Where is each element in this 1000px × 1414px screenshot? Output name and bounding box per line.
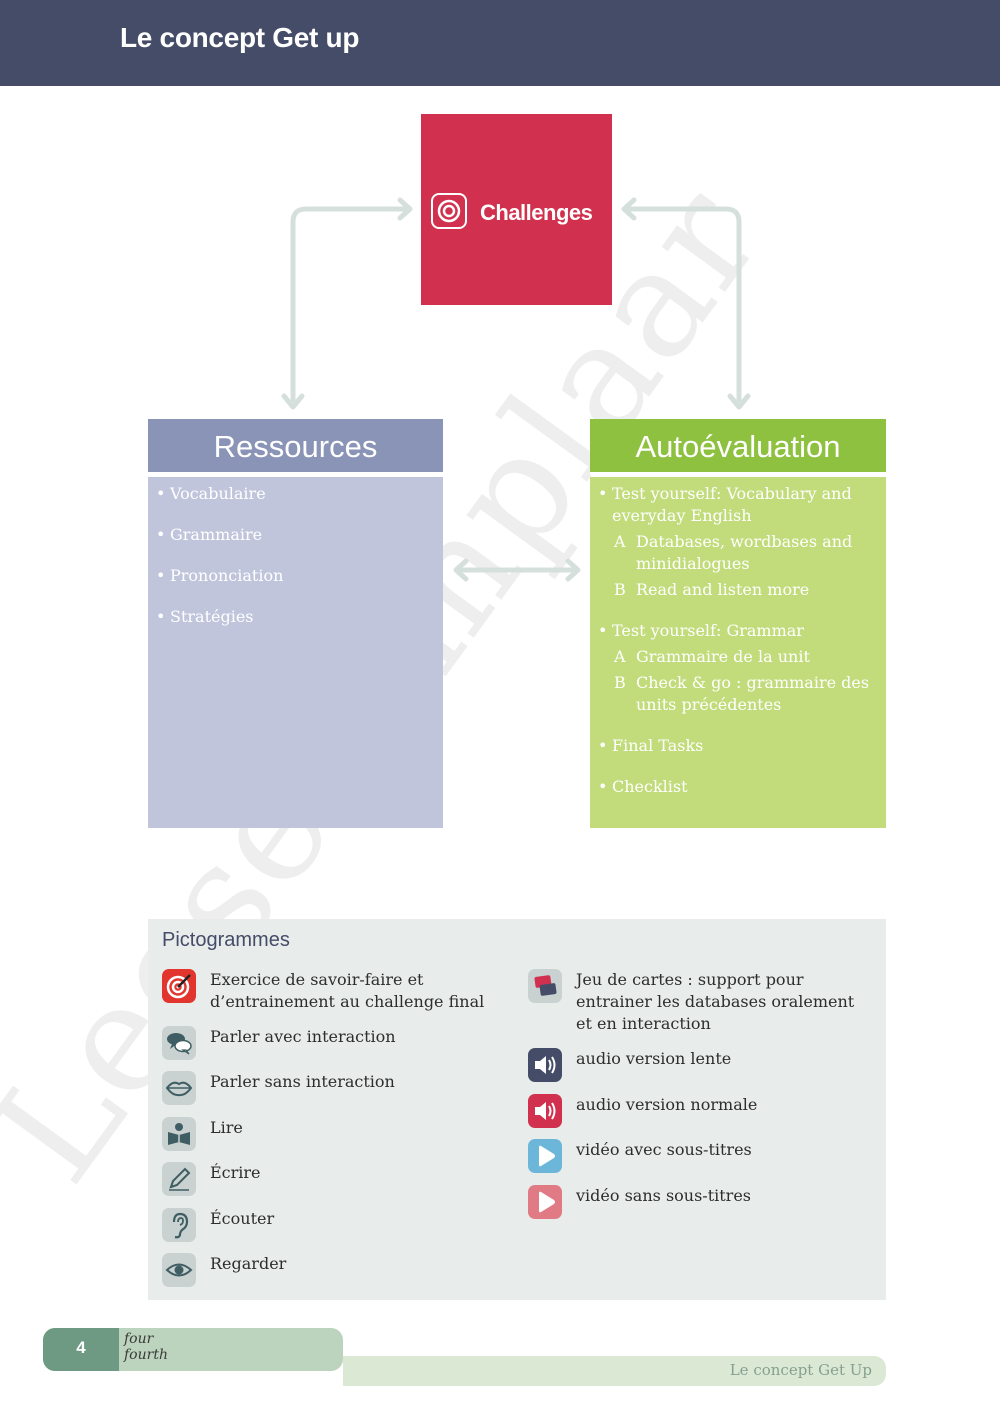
picto-label: Parler sans interaction	[210, 1072, 395, 1091]
picto-row: audio version lente	[528, 1048, 731, 1082]
book-icon	[162, 1117, 196, 1151]
ressources-title: Ressources	[213, 429, 378, 464]
arrowhead-ressources-side	[453, 558, 469, 582]
picto-label: Parler avec interaction	[210, 1027, 396, 1046]
arrowhead-autoeval-side	[565, 558, 581, 582]
arrowhead-ressources	[281, 393, 305, 410]
picto-label: Exercice de savoir-faire et d’entraineme…	[210, 970, 485, 1011]
speaker-red-icon	[528, 1094, 562, 1128]
autoeval-item: Checklist	[590, 776, 872, 798]
cards-icon	[528, 969, 562, 1003]
arrowhead-autoeval	[727, 393, 751, 410]
challenges-label: Challenges	[480, 200, 593, 225]
picto-row: Parler sans interaction	[162, 1071, 395, 1105]
pictogrammes-title: Pictogrammes	[162, 929, 290, 951]
picto-row: vidéo sans sous-titres	[528, 1185, 751, 1219]
footer-bar	[343, 1356, 886, 1386]
picto-row: Exercice de savoir-faire et d’entraineme…	[162, 969, 492, 1013]
speaker-dark-icon	[528, 1048, 562, 1082]
ressources-body: Vocabulaire Grammaire Prononciation Stra…	[148, 477, 443, 828]
autoeval-item: Test yourself: Grammar	[590, 620, 872, 642]
autoeval-item: Final Tasks	[590, 735, 872, 757]
ressources-item: Vocabulaire	[148, 483, 443, 505]
arrow-challenges-ressources	[290, 206, 409, 403]
page-number: 4	[76, 1338, 86, 1357]
picto-label: Écouter	[210, 1209, 275, 1228]
picto-row: Parler avec interaction	[162, 1026, 396, 1060]
page-title: Le concept Get up	[120, 22, 360, 53]
footer-title: Le concept Get Up	[729, 1361, 872, 1379]
challenges-box: Challenges	[421, 114, 612, 305]
pencil-icon	[162, 1162, 196, 1196]
picto-label: audio version lente	[576, 1049, 732, 1068]
ear-icon	[162, 1208, 196, 1242]
target-icon	[162, 969, 196, 1003]
picto-label: Regarder	[210, 1254, 287, 1273]
autoeval-item: Test yourself: Vocabulary and everyday E…	[590, 483, 872, 527]
pictogrammes-panel: Pictogrammes Exercice de savoir-faire et…	[148, 919, 886, 1300]
picto-row: Écouter	[162, 1208, 274, 1242]
ressources-header: Ressources	[148, 419, 443, 475]
arrowhead-challenges-right	[621, 197, 637, 221]
picto-row: Jeu de cartes : support pour entrainer l…	[528, 969, 868, 1035]
play-blue-icon	[528, 1139, 562, 1173]
arrow-challenges-autoeval	[625, 206, 742, 403]
lips-icon	[162, 1071, 196, 1105]
autoevaluation-title: Autoévaluation	[635, 429, 841, 464]
speech-bubbles-icon	[162, 1026, 196, 1060]
page-number-badge	[43, 1328, 119, 1371]
picto-label: audio version normale	[576, 1095, 758, 1114]
picto-row: vidéo avec sous-titres	[528, 1139, 752, 1173]
picto-row: audio version normale	[528, 1094, 757, 1128]
picto-row: Regarder	[162, 1253, 286, 1287]
page-number-word: four	[124, 1331, 154, 1347]
play-pink-icon	[528, 1185, 562, 1219]
eye-icon	[162, 1253, 196, 1287]
ressources-item: Stratégies	[148, 606, 443, 628]
ressources-item: Prononciation	[148, 565, 443, 587]
autoevaluation-body: Test yourself: Vocabulary and everyday E…	[590, 477, 886, 828]
picto-label: Jeu de cartes : support pour entrainer l…	[576, 970, 855, 1033]
picto-row: Écrire	[162, 1162, 261, 1196]
picto-label: Écrire	[210, 1163, 261, 1182]
arrowhead-challenges-left	[397, 197, 413, 221]
picto-label: vidéo sans sous-titres	[576, 1186, 752, 1205]
picto-row: Lire	[162, 1117, 243, 1151]
page-header	[0, 0, 1000, 86]
ressources-item: Grammaire	[148, 524, 443, 546]
autoevaluation-header: Autoévaluation	[590, 419, 886, 475]
picto-label: vidéo avec sous-titres	[576, 1140, 752, 1159]
page-number-ordinal: fourth	[124, 1347, 168, 1363]
challenge-target-icon	[431, 193, 467, 229]
picto-label: Lire	[210, 1118, 243, 1137]
